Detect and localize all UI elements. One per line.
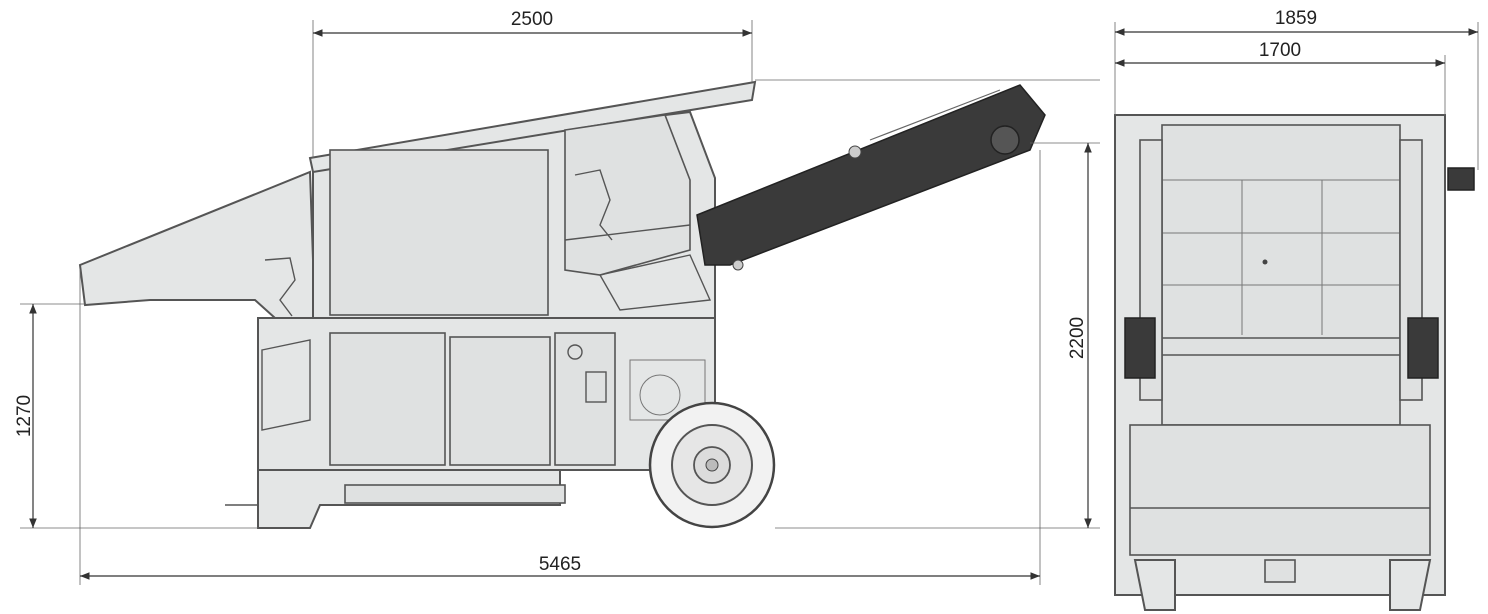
left-bracket [1124, 317, 1156, 379]
side-panel-upper [329, 149, 549, 316]
drive-motor-icon [990, 125, 1020, 155]
towing-hitch [1264, 559, 1296, 583]
discharge-conveyor [696, 84, 1046, 266]
tension-chain-2 [264, 257, 296, 317]
dim-label-1270: 1270 [14, 395, 35, 437]
dim-label-2200: 2200 [1067, 317, 1088, 359]
gauge-icon [567, 344, 583, 360]
dim-label-1700: 1700 [1259, 40, 1301, 61]
front-lower-housing [1129, 424, 1431, 556]
chassis-rail [344, 484, 566, 504]
side-view [78, 80, 1046, 529]
tension-chain-1 [574, 169, 613, 241]
side-motor-icon [1447, 167, 1475, 191]
switch-box [585, 371, 607, 403]
dim-label-5465: 5465 [539, 554, 581, 575]
screen-box [564, 114, 691, 276]
lower-panel-1 [329, 332, 446, 466]
front-screen-panel [1161, 124, 1401, 426]
right-bracket [1407, 317, 1439, 379]
control-panel [554, 332, 616, 466]
dimensions: 2500 1270 2200 5465 1859 1700 [14, 8, 1479, 585]
feed-hopper [78, 170, 317, 319]
dim-label-1859: 1859 [1275, 8, 1317, 29]
dim-label-2500: 2500 [511, 9, 553, 30]
front-view [1114, 114, 1475, 611]
lower-panel-2 [449, 336, 551, 466]
